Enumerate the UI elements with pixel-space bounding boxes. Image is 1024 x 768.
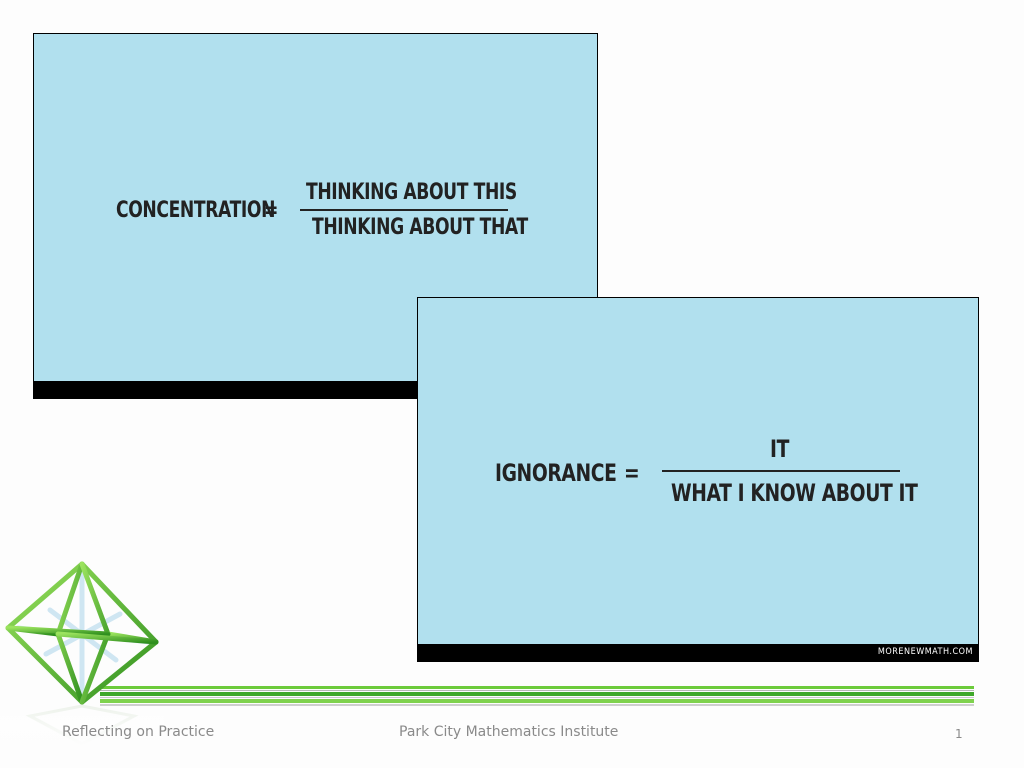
concentration-numerator: THINKING ABOUT THIS (306, 180, 517, 205)
ignorance-equals: = (624, 459, 640, 487)
ignorance-image-footer-bar: MORENEWMATH.COM (418, 644, 978, 661)
ignorance-numerator: IT (770, 435, 789, 463)
image-credit: MORENEWMATH.COM (877, 647, 973, 657)
concentration-label: CONCENTRATION (116, 198, 276, 223)
slide-number: 1 (955, 727, 963, 741)
octahedron-logo-icon (0, 561, 164, 746)
decorative-lines (100, 686, 974, 710)
concentration-denominator: THINKING ABOUT THAT (312, 215, 528, 240)
footer-title: Reflecting on Practice (62, 724, 215, 740)
ignorance-image: IGNORANCE = IT WHAT I KNOW ABOUT IT MORE… (417, 297, 979, 662)
ignorance-fraction-bar (662, 470, 900, 472)
footer-organization: Park City Mathematics Institute (399, 724, 619, 740)
concentration-fraction-bar (300, 209, 508, 211)
ignorance-denominator: WHAT I KNOW ABOUT IT (671, 479, 918, 507)
concentration-equals: = (264, 198, 278, 223)
ignorance-label: IGNORANCE (495, 459, 617, 487)
